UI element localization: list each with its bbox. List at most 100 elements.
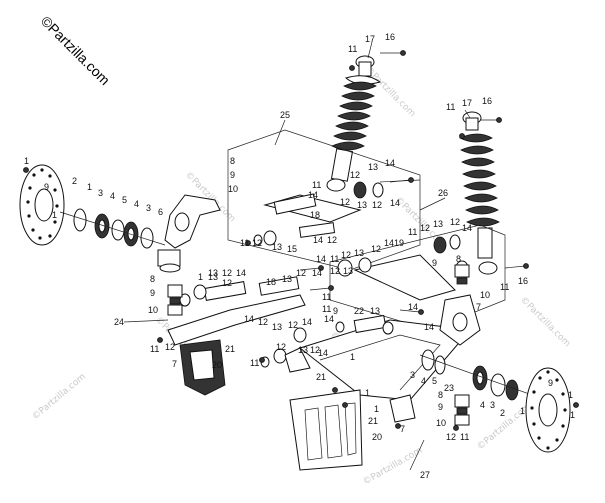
callout-12: 12 (450, 217, 460, 227)
callout-14: 14 (324, 314, 334, 324)
upper-arm-group-25 (227, 129, 421, 271)
callout-21: 21 (225, 344, 235, 354)
callout-13: 13 (272, 322, 282, 332)
callout-12: 12 (222, 268, 232, 278)
callout-18: 18 (266, 277, 276, 287)
callout-12: 12 (165, 342, 175, 352)
callout-4: 4 (421, 376, 426, 386)
callout-1: 1 (24, 156, 29, 166)
callout-20: 20 (212, 360, 222, 370)
left-brake-caliper (179, 339, 226, 396)
callout-12: 12 (446, 432, 456, 442)
callout-13: 13 (208, 272, 218, 282)
callout-14: 14 (318, 348, 328, 358)
callout-10: 10 (480, 290, 490, 300)
callout-11: 11 (446, 102, 455, 112)
callout-11: 11 (250, 358, 259, 368)
callout-12: 12 (372, 200, 382, 210)
callout-20: 20 (372, 432, 382, 442)
callout-14: 14 (313, 235, 323, 245)
callout-1: 1 (365, 388, 370, 398)
callout-12: 12 (350, 170, 360, 180)
callout-5: 5 (122, 195, 127, 205)
callout-9: 9 (150, 288, 155, 298)
callout-10: 10 (148, 305, 158, 315)
callout-25: 25 (280, 110, 290, 120)
bolts (23, 50, 579, 431)
callout-12: 12 (371, 244, 381, 254)
callout-1: 1 (198, 272, 203, 282)
right-brake-disc (525, 367, 571, 453)
callout-10: 10 (228, 184, 238, 194)
callout-12: 12 (340, 197, 350, 207)
callout-13: 13 (208, 268, 218, 278)
callout-24: 24 (114, 317, 124, 327)
callout-1: 1 (568, 390, 573, 400)
brand-watermark: ©Partzilla.com (38, 13, 113, 88)
callout-3: 3 (146, 203, 151, 213)
callout-12: 12 (341, 250, 351, 260)
callout-2: 2 (72, 176, 77, 186)
callout-12: 12 (258, 317, 268, 327)
callout-16: 16 (518, 276, 528, 286)
callout-26: 26 (438, 188, 448, 198)
callout-8: 8 (438, 390, 443, 400)
callout-1: 1 (570, 410, 575, 420)
callout-13: 13 (343, 266, 353, 276)
callout-18: 18 (310, 210, 320, 220)
left-shock-absorber (326, 55, 382, 192)
callout-12: 12 (330, 266, 340, 276)
callout-12: 12 (222, 278, 232, 288)
callout-12: 12 (310, 345, 320, 355)
callout-9: 9 (333, 306, 338, 316)
callout-12: 12 (420, 223, 430, 233)
callout-7: 7 (400, 424, 405, 434)
callout-3: 3 (490, 400, 495, 410)
callout-7: 7 (476, 302, 481, 312)
callout-11: 11 (322, 304, 331, 314)
upper-arm-group-26 (329, 224, 506, 331)
right-steering-knuckle (439, 264, 481, 346)
callout-9: 9 (548, 378, 553, 388)
callout-13: 13 (298, 345, 308, 355)
callout-14: 14 (408, 302, 418, 312)
callout-11: 11 (408, 227, 417, 237)
callout-12: 12 (288, 320, 298, 330)
callout-4: 4 (480, 400, 485, 410)
callout-1: 1 (520, 406, 525, 416)
callout-3: 3 (410, 370, 415, 380)
callout-14: 14 (236, 268, 246, 278)
left-brake-disc (19, 164, 65, 246)
callout-13: 13 (368, 162, 378, 172)
callout-14: 14 (384, 238, 394, 248)
callout-15: 15 (287, 244, 297, 254)
callout-14: 14 (424, 322, 434, 332)
right-hub-bearings (419, 349, 561, 406)
callout-11: 11 (240, 238, 249, 248)
left-ball-joint-stack (167, 284, 183, 316)
callout-14: 14 (308, 190, 318, 200)
callout-1: 1 (87, 182, 92, 192)
callout-11: 11 (330, 254, 339, 264)
callout-8: 8 (150, 274, 155, 284)
callout-12: 12 (327, 235, 337, 245)
callout-13: 13 (354, 248, 364, 258)
lower-left-arm (167, 276, 307, 368)
callout-8: 8 (230, 156, 235, 166)
callout-9: 9 (438, 402, 443, 412)
callout-7: 7 (172, 359, 177, 369)
callout-11: 11 (322, 292, 331, 302)
right-ball-joint-stack (454, 394, 470, 426)
callout-13: 13 (370, 306, 380, 316)
callout-14: 14 (244, 314, 254, 324)
callout-16: 16 (385, 32, 395, 42)
callout-14: 14 (462, 223, 472, 233)
callout-6: 6 (158, 207, 163, 217)
callout-11: 11 (500, 282, 509, 292)
callout-14: 14 (385, 158, 395, 168)
callout-11: 11 (348, 44, 357, 54)
callout-8: 8 (456, 254, 461, 264)
callout-4: 4 (110, 191, 115, 201)
callout-21: 21 (368, 416, 378, 426)
skid-plate (289, 389, 363, 471)
